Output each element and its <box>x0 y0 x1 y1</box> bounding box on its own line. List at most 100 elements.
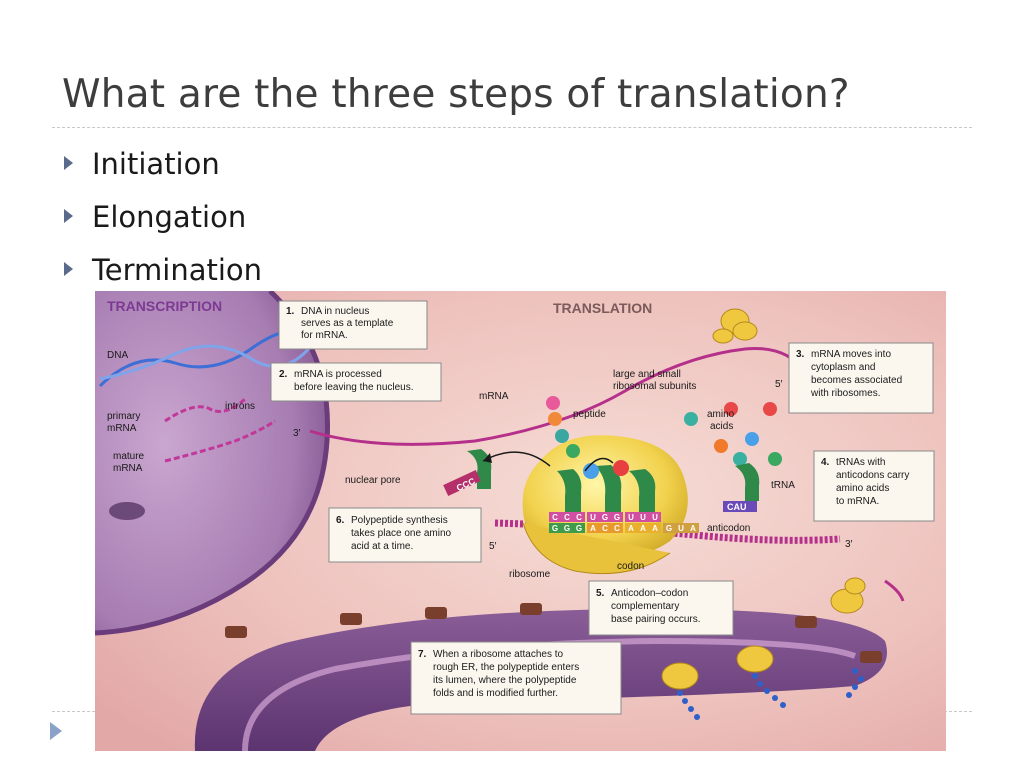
free-mrna-fragment <box>884 579 905 602</box>
primary-mrna-label-line2: mRNA <box>107 423 137 434</box>
nucleus <box>95 291 326 631</box>
nuclear-pore-label: nuclear pore <box>345 475 401 486</box>
mature-mrna-strand <box>164 419 276 463</box>
svg-text:U: U <box>678 524 684 533</box>
svg-text:C: C <box>552 513 558 522</box>
svg-text:A: A <box>640 524 646 533</box>
ccc-anticodon-box <box>443 469 481 497</box>
step-7-number: 7. <box>418 649 427 660</box>
step-2-line-1: mRNA is processed <box>294 369 382 380</box>
svg-text:G: G <box>614 513 620 522</box>
bullet-text: Initiation <box>92 147 220 181</box>
step-1-line-3: for mRNA. <box>301 330 348 341</box>
bullet-item: Elongation <box>62 197 262 250</box>
subunits-label-line2: ribosomal subunits <box>613 381 696 392</box>
three-prime-left-label: 3′ <box>293 428 301 439</box>
svg-text:G: G <box>666 524 672 533</box>
nuclear-envelope <box>95 291 331 636</box>
svg-text:G: G <box>552 524 558 533</box>
bullet-text: Termination <box>92 253 263 287</box>
svg-text:C: C <box>564 513 570 522</box>
step-1-box: 1. DNA in nucleus serves as a template f… <box>278 300 428 350</box>
mrna-strand-top <box>309 346 807 446</box>
step-6-line-2: takes place one amino <box>351 528 452 539</box>
five-prime-top-label: 5′ <box>775 379 783 390</box>
amino-acids-label-line1: amino <box>707 409 735 420</box>
trna-label: tRNA <box>771 480 795 491</box>
nuclear-pore-left <box>109 502 145 520</box>
step-3-line-3: becomes associated <box>811 375 902 386</box>
amino-acid-beads <box>546 396 782 479</box>
step-3-line-1: mRNA moves into <box>811 349 891 360</box>
step-4-line-3: amino acids <box>836 483 889 494</box>
ribosome-label: ribosome <box>509 569 551 580</box>
step-4-line-4: to mRNA. <box>836 496 879 507</box>
svg-text:G: G <box>564 524 570 533</box>
svg-text:G: G <box>576 524 582 533</box>
primary-mrna-strand <box>164 397 247 423</box>
trnas-in-ribosome <box>557 465 656 513</box>
svg-text:G: G <box>602 513 608 522</box>
er-ribosomes <box>225 603 882 663</box>
step-7-line-4: folds and is modified further. <box>433 688 558 699</box>
five-prime-mid-label: 5′ <box>489 541 497 552</box>
cau-label: CAU <box>727 502 747 512</box>
step-3-line-2: cytoplasm and <box>811 362 875 373</box>
svg-text:A: A <box>690 524 696 533</box>
bullet-triangle-icon <box>64 262 73 276</box>
slide-title: What are the three steps of translation? <box>62 72 850 117</box>
polypeptide-chains <box>677 668 864 720</box>
peptide-label: peptide <box>573 409 606 420</box>
footer-triangle-icon <box>50 722 62 740</box>
svg-text:C: C <box>602 524 608 533</box>
bullet-list: Initiation Elongation Termination <box>62 144 262 303</box>
amino-acids-label-line2: acids <box>710 421 733 432</box>
free-trna-right <box>735 463 760 501</box>
svg-text:U: U <box>628 513 634 522</box>
step-1-line-2: serves as a template <box>301 318 394 329</box>
step-4-number: 4. <box>821 457 830 468</box>
figure-svg: C C C U G G U U U G G G A C C A A A G U … <box>95 291 946 751</box>
svg-text:A: A <box>652 524 658 533</box>
bullet-triangle-icon <box>64 156 73 170</box>
primary-mrna-label-line1: primary <box>107 411 140 422</box>
free-ribosomes <box>712 308 866 614</box>
cau-anticodon-box <box>723 501 757 512</box>
codon-row-top: C C C U G G U U U <box>549 512 661 522</box>
title-divider <box>52 127 972 128</box>
er-bound-ribosomes <box>661 645 774 690</box>
step-2-number: 2. <box>279 369 288 380</box>
release-arrow-head-icon <box>483 453 492 463</box>
ribosome-small-subunit <box>522 522 671 575</box>
codon-label: codon <box>617 561 644 572</box>
bullet-item: Initiation <box>62 144 262 197</box>
step-4-box: 4. tRNAs with anticodons carry amino aci… <box>813 450 935 522</box>
dna-label: DNA <box>107 350 128 361</box>
step-2-box: 2. mRNA is processed before leaving the … <box>270 362 442 402</box>
step-6-number: 6. <box>336 515 345 526</box>
transcription-translation-figure: C C C U G G U U U G G G A C C A A A G U … <box>95 291 946 751</box>
introns-label: introns <box>225 401 255 412</box>
step-5-number: 5. <box>596 588 605 599</box>
step-3-box: 3. mRNA moves into cytoplasm and becomes… <box>788 342 934 414</box>
translation-heading: TRANSLATION <box>553 300 652 316</box>
step-6-line-3: acid at a time. <box>351 541 413 552</box>
svg-text:U: U <box>640 513 646 522</box>
anticodon-label: anticodon <box>707 523 750 534</box>
step-7-line-2: rough ER, the polypeptide enters <box>433 662 579 673</box>
step-4-line-2: anticodons carry <box>836 470 909 481</box>
bullet-text: Elongation <box>92 200 247 234</box>
subunits-label-line1: large and small <box>613 369 681 380</box>
bullet-triangle-icon <box>64 209 73 223</box>
mature-mrna-label-line2: mRNA <box>113 463 143 474</box>
svg-text:U: U <box>590 513 596 522</box>
step-5-box: 5. Anticodon–codon complementary base pa… <box>588 580 734 636</box>
step-6-box: 6. Polypeptide synthesis takes place one… <box>328 507 482 563</box>
bullet-item: Termination <box>62 250 262 303</box>
peptide-transfer-arrow <box>584 457 614 472</box>
svg-text:A: A <box>590 524 596 533</box>
step-5-line-3: base pairing occurs. <box>611 614 701 625</box>
step-5-line-1: Anticodon–codon <box>611 588 688 599</box>
step-7-box: 7. When a ribosome attaches to rough ER,… <box>410 641 622 715</box>
step-5-line-2: complementary <box>611 601 679 612</box>
